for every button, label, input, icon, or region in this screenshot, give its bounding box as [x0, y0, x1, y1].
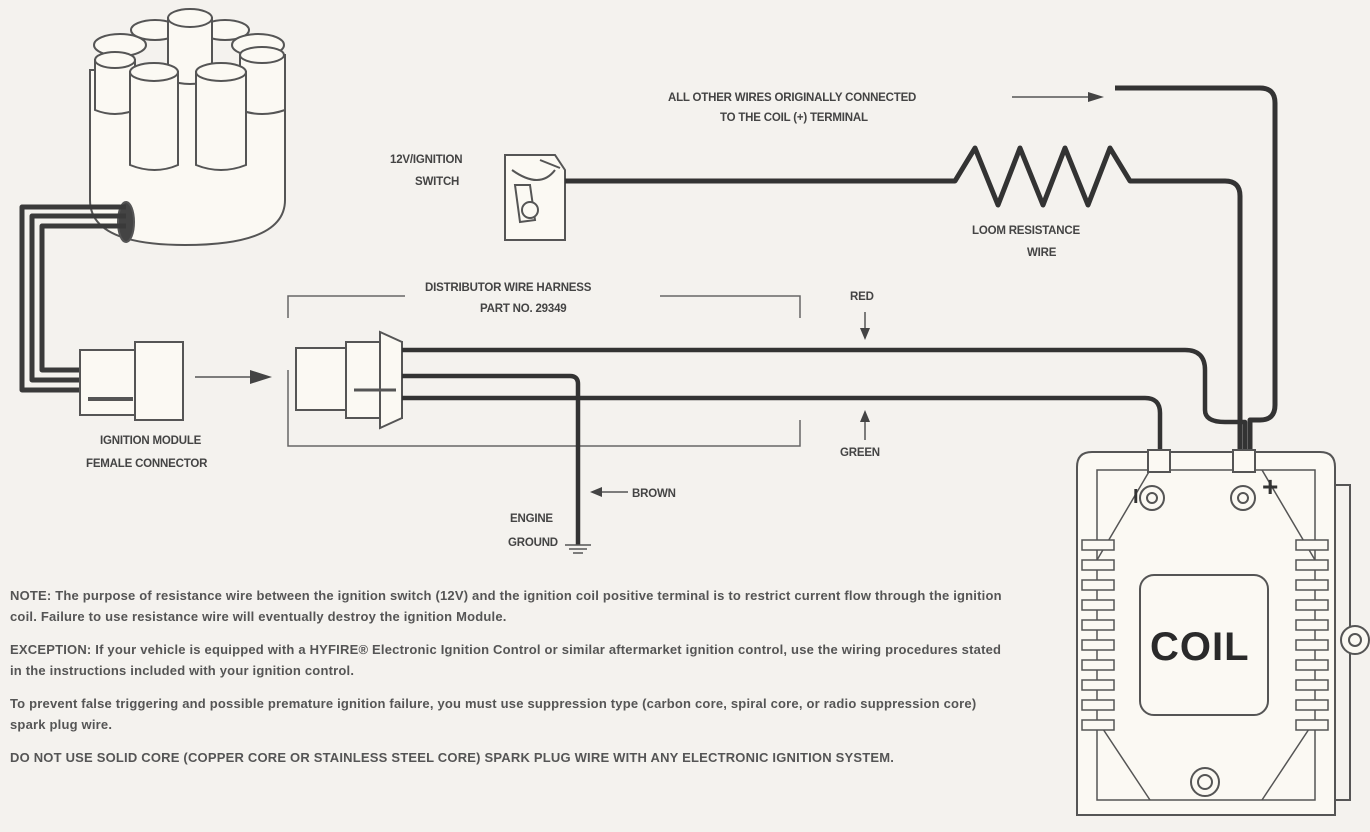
label-module-1: IGNITION MODULE — [100, 435, 202, 447]
harness-wires — [402, 347, 1248, 545]
label-green: GREEN — [840, 447, 880, 459]
module-connector-icon — [79, 341, 184, 421]
label-harness-1: DISTRIBUTOR WIRE HARNESS — [425, 282, 592, 294]
red-pointer — [860, 312, 870, 340]
exception-paragraph: EXCEPTION: If your vehicle is equipped w… — [10, 642, 1002, 678]
green-wire — [402, 395, 1163, 455]
label-ground-1: ENGINE — [510, 513, 553, 525]
connector-arrow — [195, 370, 272, 384]
distributor-leads — [19, 204, 126, 393]
coil-label: COIL — [1150, 625, 1250, 669]
warning-paragraph: DO NOT USE SOLID CORE (COPPER CORE OR ST… — [10, 750, 895, 765]
red-wire — [402, 347, 1248, 455]
label-switch-2: SWITCH — [415, 176, 459, 188]
brown-wire — [402, 373, 581, 545]
harness-connector-icon — [295, 330, 403, 430]
note-paragraph: NOTE: The purpose of resistance wire bet… — [10, 588, 1002, 624]
ignition-switch-icon — [504, 154, 566, 241]
other-wires-arrow — [1012, 92, 1104, 102]
label-ground-2: GROUND — [508, 537, 558, 549]
label-all-other-wires-1: ALL OTHER WIRES ORIGINALLY CONNECTED — [668, 92, 916, 104]
label-resistance-1: LOOM RESISTANCE — [972, 225, 1080, 237]
ground-symbol-icon — [565, 544, 591, 554]
coil-positive-terminal: + — [1262, 471, 1278, 502]
ignition-coil-icon — [1076, 449, 1370, 816]
suppression-paragraph: To prevent false triggering and possible… — [10, 696, 977, 732]
label-brown: BROWN — [632, 488, 676, 500]
harness-bracket — [287, 295, 801, 447]
coil-negative-terminal: I — [1133, 486, 1138, 508]
label-resistance-2: WIRE — [1027, 247, 1057, 259]
distributor-cap-icon — [89, 8, 286, 247]
green-pointer — [860, 410, 870, 440]
label-harness-2: PART NO. 29349 — [480, 303, 566, 315]
supply-wire — [565, 85, 1278, 455]
label-all-other-wires-2: TO THE COIL (+) TERMINAL — [720, 112, 868, 124]
notes-section: NOTE: The purpose of resistance wire bet… — [10, 585, 1010, 780]
label-red: RED — [850, 291, 874, 303]
brown-arrow — [590, 487, 628, 497]
label-switch-1: 12V/IGNITION — [390, 154, 462, 166]
label-module-2: FEMALE CONNECTOR — [86, 458, 208, 470]
